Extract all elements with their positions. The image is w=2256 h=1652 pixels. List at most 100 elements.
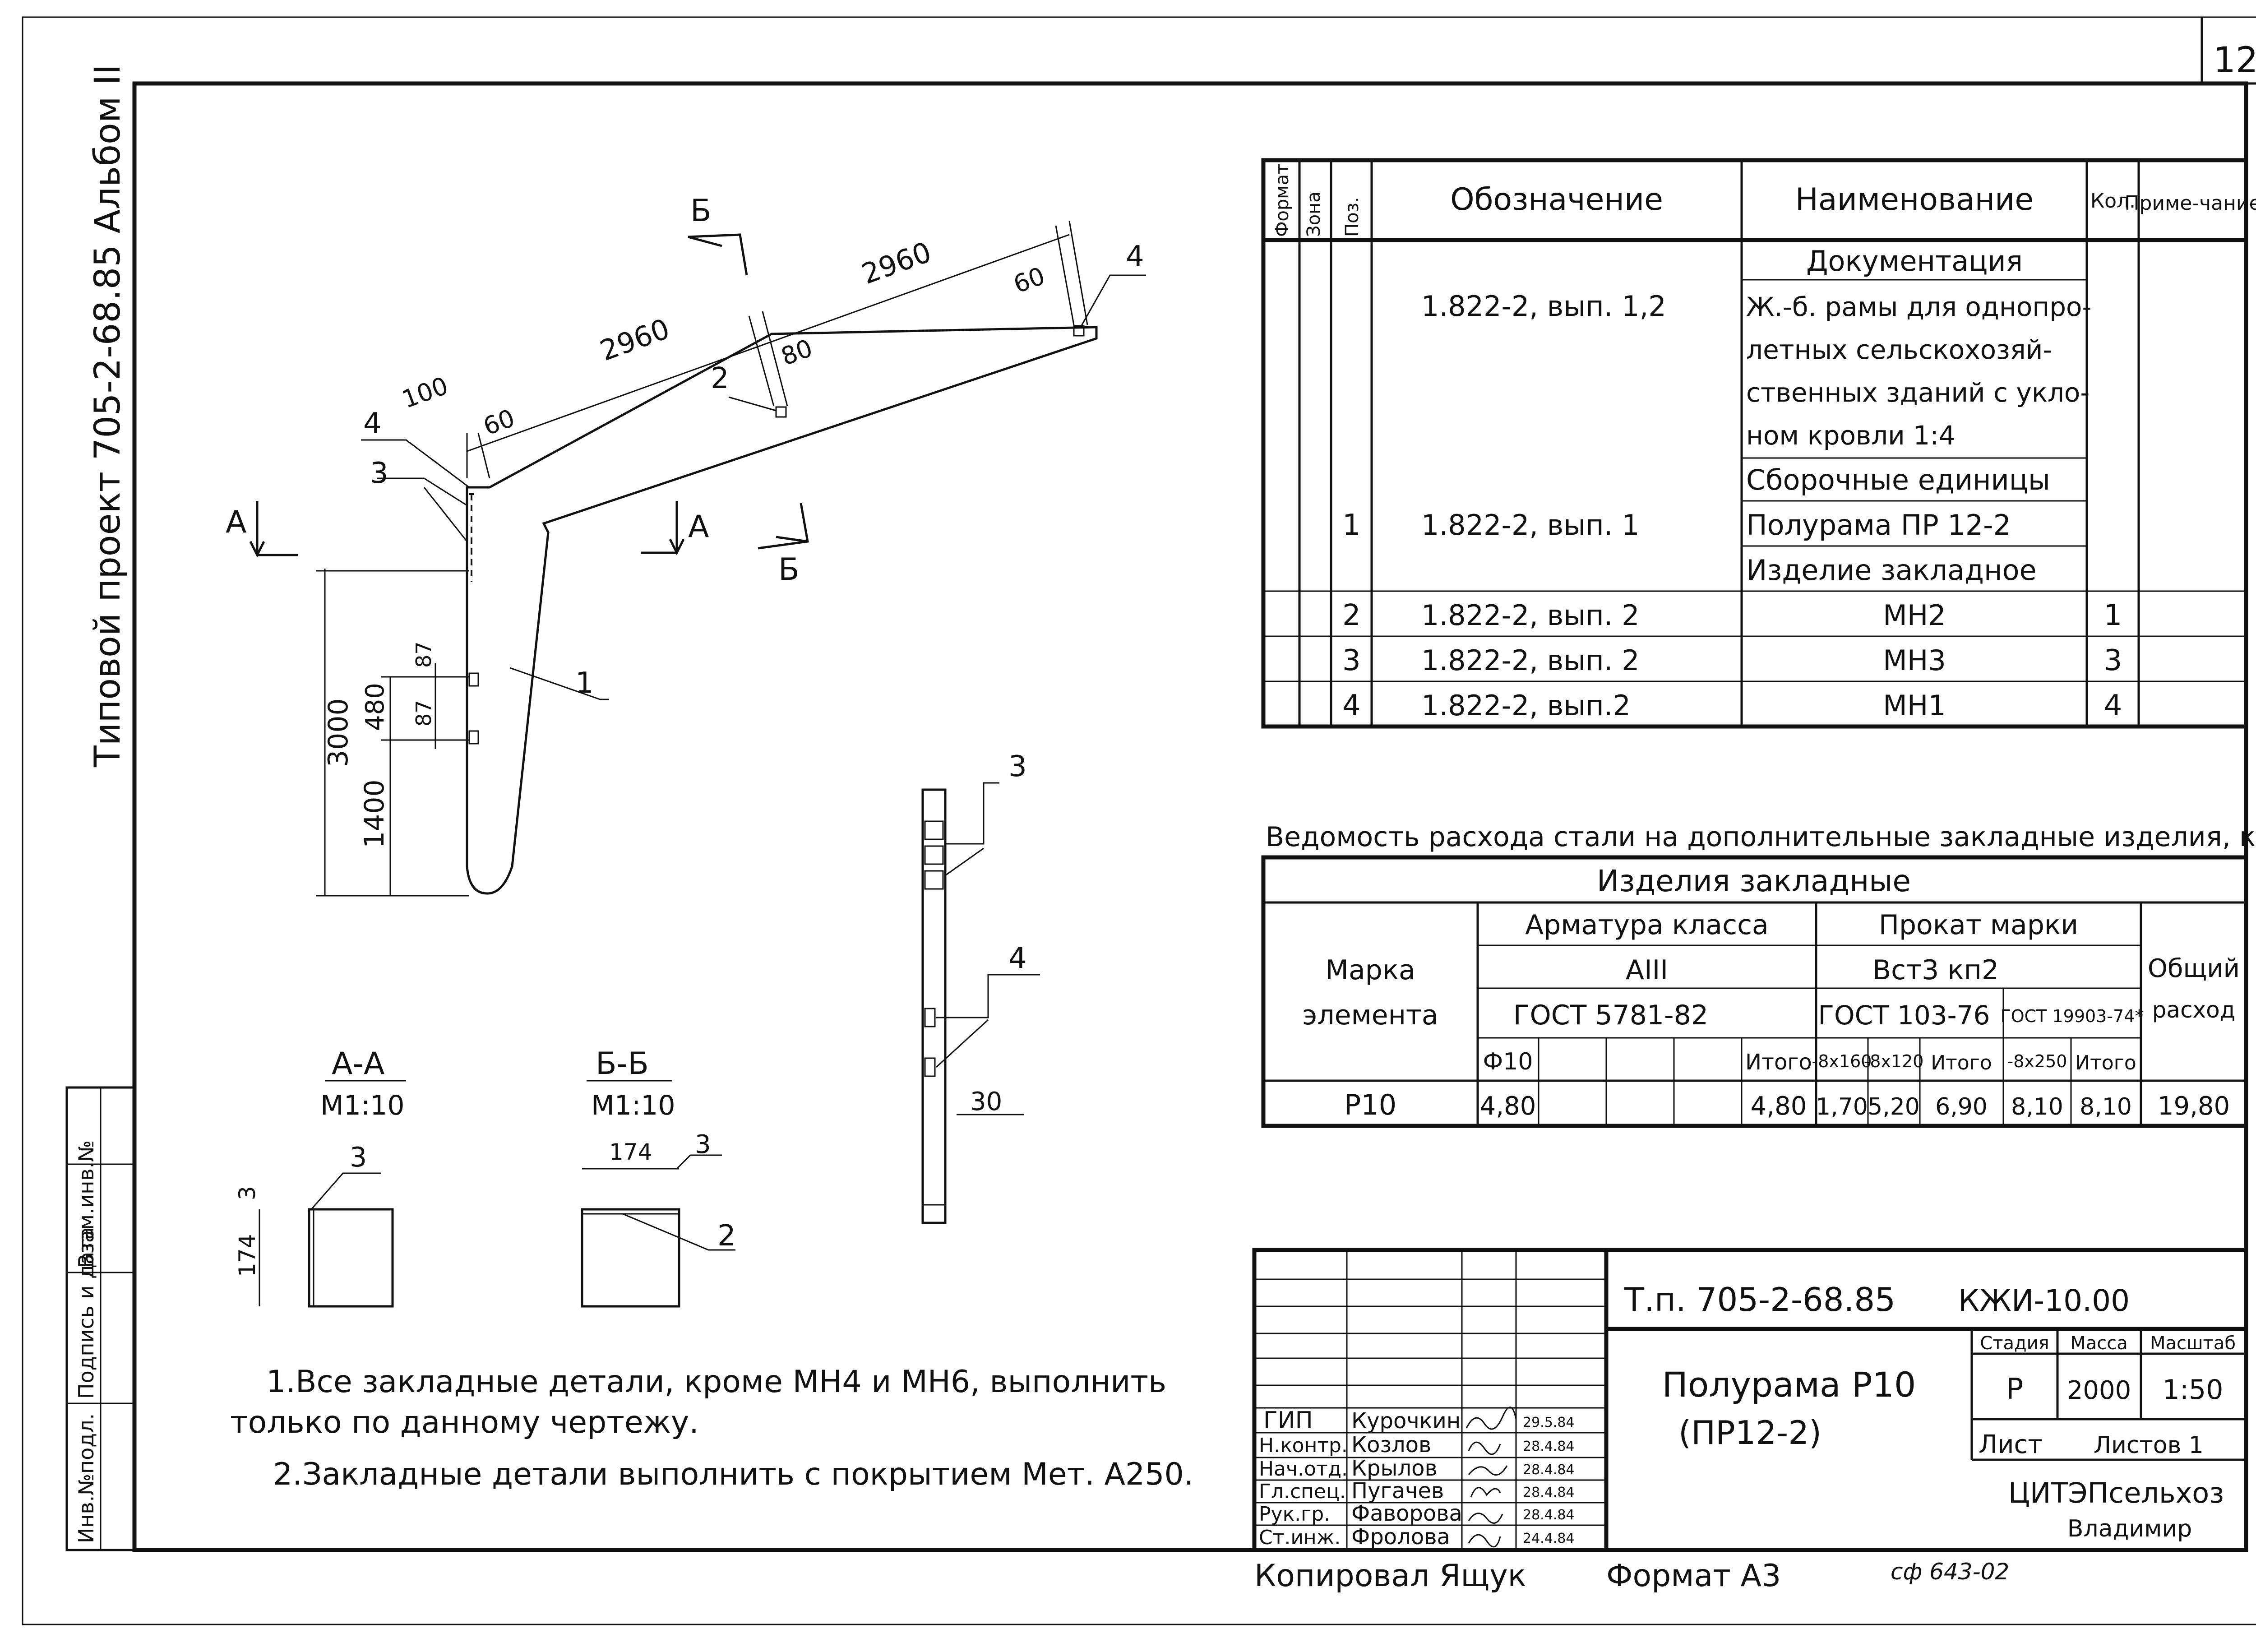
leader-3 (377, 477, 468, 542)
cut-a-mid: А (688, 509, 709, 545)
spec-row-name: Документация (1806, 245, 2023, 278)
tb-stage: Р (2006, 1373, 2024, 1406)
footer-copied: Копировал Ящук (1254, 1558, 1526, 1594)
callout-2: 2 (711, 362, 729, 395)
spec-row-designation: 1.822-2, вып. 1,2 (1421, 290, 1666, 323)
leader-1 (509, 667, 601, 700)
spec-header-name: Наименование (1795, 182, 2034, 217)
tb-people: ГИП Курочкин 29.5.84 Н.контр. Козлов 28.… (1259, 1407, 1575, 1550)
side-plate-3 (924, 870, 944, 890)
cut-a-left: А (226, 504, 247, 540)
steel-sub-header: Итого (1745, 1050, 1812, 1075)
steel-total-header-1: Общий (2148, 954, 2240, 983)
spec-row-name: МН2 (1883, 599, 1946, 632)
dim-87-bottom: 87 (411, 700, 436, 727)
side-view-column (921, 788, 947, 1224)
tb-person-name: Козлов (1351, 1432, 1431, 1458)
leader-4-right (1080, 274, 1146, 328)
callout-3: 3 (370, 457, 388, 490)
embedded-plate-2 (775, 406, 787, 418)
cut-a-left-arrow (249, 501, 298, 558)
spec-row-name: Сборочные единицы (1746, 463, 2050, 496)
side-callout-3: 3 (1008, 750, 1027, 783)
side-leader-4 (935, 974, 1040, 1068)
side-plate-5 (924, 1057, 936, 1077)
steel-total-header-2: расход (2152, 997, 2236, 1023)
spec-row-designation: 1.822-2, вып. 2 (1421, 644, 1640, 677)
section-bb-callout-2: 2 (717, 1219, 736, 1253)
steel-rolled-gost-a: ГОСТ 103-76 (1818, 1000, 1990, 1031)
spec-row-qty: 3 (2104, 644, 2122, 677)
tb-person-name: Пугачев (1351, 1478, 1444, 1504)
project-title-vertical: Типовой проект 705-2-68.85 Альбом II (88, 65, 128, 768)
tb-header-stage: Стадия (1980, 1333, 2049, 1354)
dim-ext-right (1055, 225, 1075, 325)
spec-row-qty: 1 (2104, 599, 2122, 632)
top-dimension-line (467, 234, 1070, 452)
steel-sub-header: Итого (2075, 1051, 2136, 1074)
steel-rebar-gost: ГОСТ 5781-82 (1513, 1000, 1708, 1031)
tb-mass: 2000 (2067, 1376, 2131, 1405)
steel-mark-header-2: элемента (1302, 1000, 1438, 1031)
sheet-number-box (2201, 17, 2256, 85)
embedded-plate-top (469, 493, 474, 582)
section-bb-plate (581, 1208, 680, 1215)
sheet-number: 12 (2213, 40, 2256, 81)
embedded-plate-mid-2 (468, 730, 479, 745)
cut-b-top-arrow (688, 233, 748, 276)
section-bb-scale: М1:10 (591, 1090, 675, 1121)
tb-person-name: Крылов (1351, 1456, 1438, 1481)
dim-ext-mid-2 (762, 311, 788, 407)
side-plate-4 (924, 1008, 936, 1027)
spec-header-zone: Зона (1304, 191, 1324, 237)
spec-row-name: МН1 (1883, 689, 1946, 722)
side-leader-3 (945, 782, 999, 876)
side-dim-30: 30 (970, 1087, 1002, 1116)
spec-row-name: ном кровли 1:4 (1746, 420, 1956, 451)
dim-2960-left: 2960 (596, 312, 674, 368)
steel-rebar-class: АIII (1626, 954, 1668, 986)
tb-person-name: Фаворова (1351, 1501, 1462, 1526)
section-aa-callout: 3 (350, 1142, 367, 1173)
dim-87-top: 87 (411, 641, 436, 668)
side-plate-1 (924, 820, 944, 840)
stamp-vzam-inv: Взам.инв.№ (74, 1140, 98, 1268)
steel-row-value: 6,90 (1935, 1093, 1988, 1120)
steel-rebar-class-header: Арматура класса (1525, 909, 1769, 941)
steel-sub-header: -8х160 (1812, 1051, 1872, 1071)
callout-4-left: 4 (363, 407, 382, 440)
stamp-signature-date: Подпись и дата (74, 1227, 98, 1399)
tb-item-code: (ПР12-2) (1678, 1414, 1821, 1452)
side-callout-4: 4 (1008, 942, 1027, 975)
spec-row-designation: 1.822-2, вып. 2 (1421, 599, 1640, 632)
embedded-plate-mid-1 (468, 672, 479, 687)
stamp-inv-podl: Инв.№подл. (74, 1413, 98, 1543)
steel-rolled-grade: Вст3 кп2 (1872, 954, 1999, 986)
spec-row-pos: 4 (1342, 689, 1361, 722)
spec-header-note: Приме-чание (2124, 192, 2256, 215)
tb-project-code: Т.п. 705-2-68.85 (1624, 1281, 1895, 1319)
tb-scale: 1:50 (2163, 1374, 2224, 1406)
steel-sub-header: Ф10 (1483, 1048, 1533, 1075)
spec-row-qty: 4 (2104, 689, 2122, 722)
section-bb-leader-3 (676, 1154, 722, 1170)
half-frame-outline (466, 326, 1098, 895)
tb-organization: ЦИТЭПсельхоз (2008, 1476, 2224, 1509)
spec-header-pos: Поз. (1342, 197, 1363, 237)
section-aa-dim-3: 3 (234, 1186, 260, 1200)
footer-code: сф 643-02 (1891, 1559, 2009, 1585)
spec-row-name: Изделие закладное (1746, 554, 2037, 587)
steel-sub-header: -8х250 (2007, 1051, 2067, 1071)
spec-row-pos: 2 (1342, 599, 1361, 632)
note-2: 2.Закладные детали выполнить с покрытием… (273, 1457, 1193, 1492)
spec-row-name: ственных зданий с укло- (1746, 377, 2090, 408)
callout-4-right: 4 (1126, 240, 1144, 273)
spec-row-designation: 1.822-2, вып. 1 (1421, 509, 1640, 541)
tb-date: 28.4.84 (1523, 1485, 1575, 1500)
spec-header-format: Формат (1272, 164, 1293, 237)
dim-ext-left-2 (477, 433, 490, 479)
tb-doc-code: КЖИ-10.00 (1958, 1283, 2130, 1318)
tb-date: 29.5.84 (1523, 1415, 1575, 1430)
spec-row-name: Ж.-б. рамы для однопро- (1746, 292, 2091, 322)
